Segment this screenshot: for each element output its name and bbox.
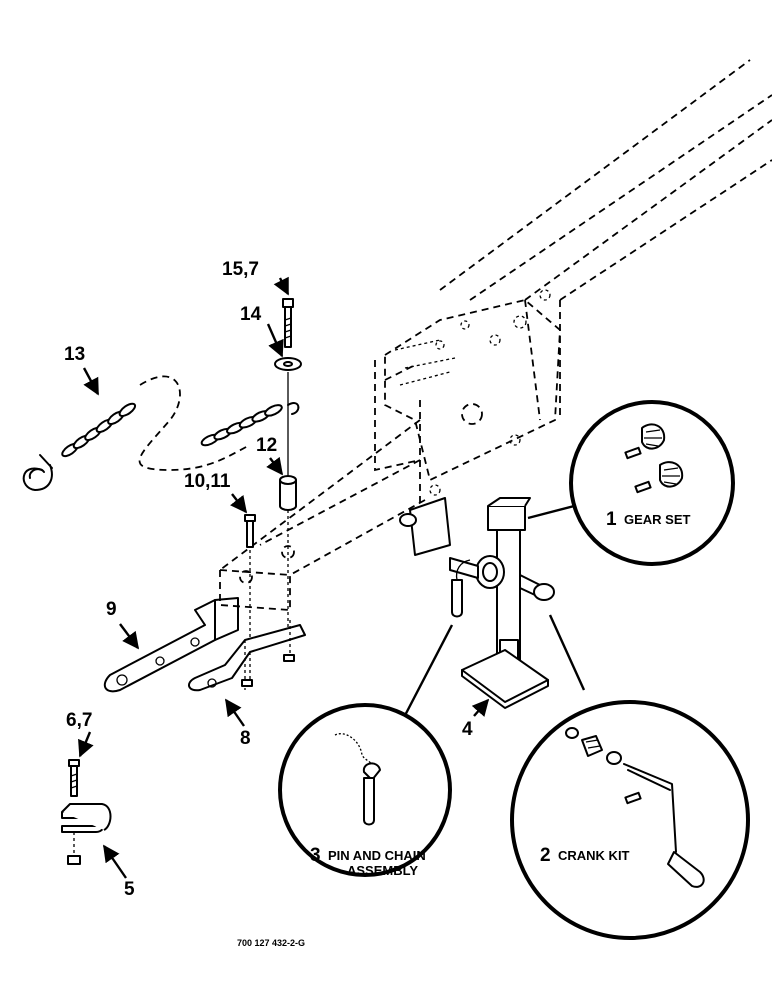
figure-code: 700 127 432-2-G [237,938,305,948]
label-part-15-7: 15,7 [222,259,259,280]
leader-line-gear-set [527,503,579,520]
callout-text-assembly: ASSEMBLY [347,863,418,878]
leader-line-crank-kit [548,614,586,691]
callout-text-crank-kit: CRANK KIT [558,848,630,863]
callout-text-gear-set: GEAR SET [624,512,691,527]
callout-crank-kit: 2 CRANK KIT [510,700,750,940]
arrow-part-9 [119,623,140,650]
leader-line-pin-and-chain [398,624,454,726]
label-part-13: 13 [64,344,85,365]
clevis-clamp [61,759,112,865]
label-part-6-7: 6,7 [66,710,92,731]
arrow-part-13 [82,367,100,396]
callout-number-1: 1 [606,509,617,530]
hitch-bar [103,597,239,693]
safety-chain [22,375,300,491]
label-part-14: 14 [240,304,262,325]
callout-text-pin-and-chain: PIN AND CHAIN [328,848,426,863]
callout-pin-and-chain: 3 PIN AND CHAIN ASSEMBLY [278,703,452,878]
label-part-10-11: 10,11 [184,471,231,492]
arrow-part-14 [266,323,284,358]
arrow-part-6-7 [78,731,94,758]
callout-number-2: 2 [540,845,551,866]
callout-gear-set: 1 GEAR SET [569,400,735,566]
arrow-part-10-11 [230,493,248,514]
arrow-part-5 [103,844,127,879]
callout-number-3: 3 [310,845,321,866]
label-part-5: 5 [124,879,135,900]
frame-tongue [219,59,772,611]
label-part-9: 9 [106,599,117,620]
bolt-assembly-left [244,514,256,680]
hitch-plate [188,620,306,692]
bolt-assembly-top [274,298,302,640]
arrow-part-4 [471,698,490,717]
arrow-part-8 [225,698,245,727]
label-part-4: 4 [462,719,473,740]
label-part-8: 8 [240,728,251,749]
label-part-12: 12 [256,435,277,456]
arrow-part-12 [266,456,284,476]
jack-stand [399,497,555,709]
arrow-part-15-7 [273,276,290,296]
pin-and-chain-on-jack [451,559,471,618]
